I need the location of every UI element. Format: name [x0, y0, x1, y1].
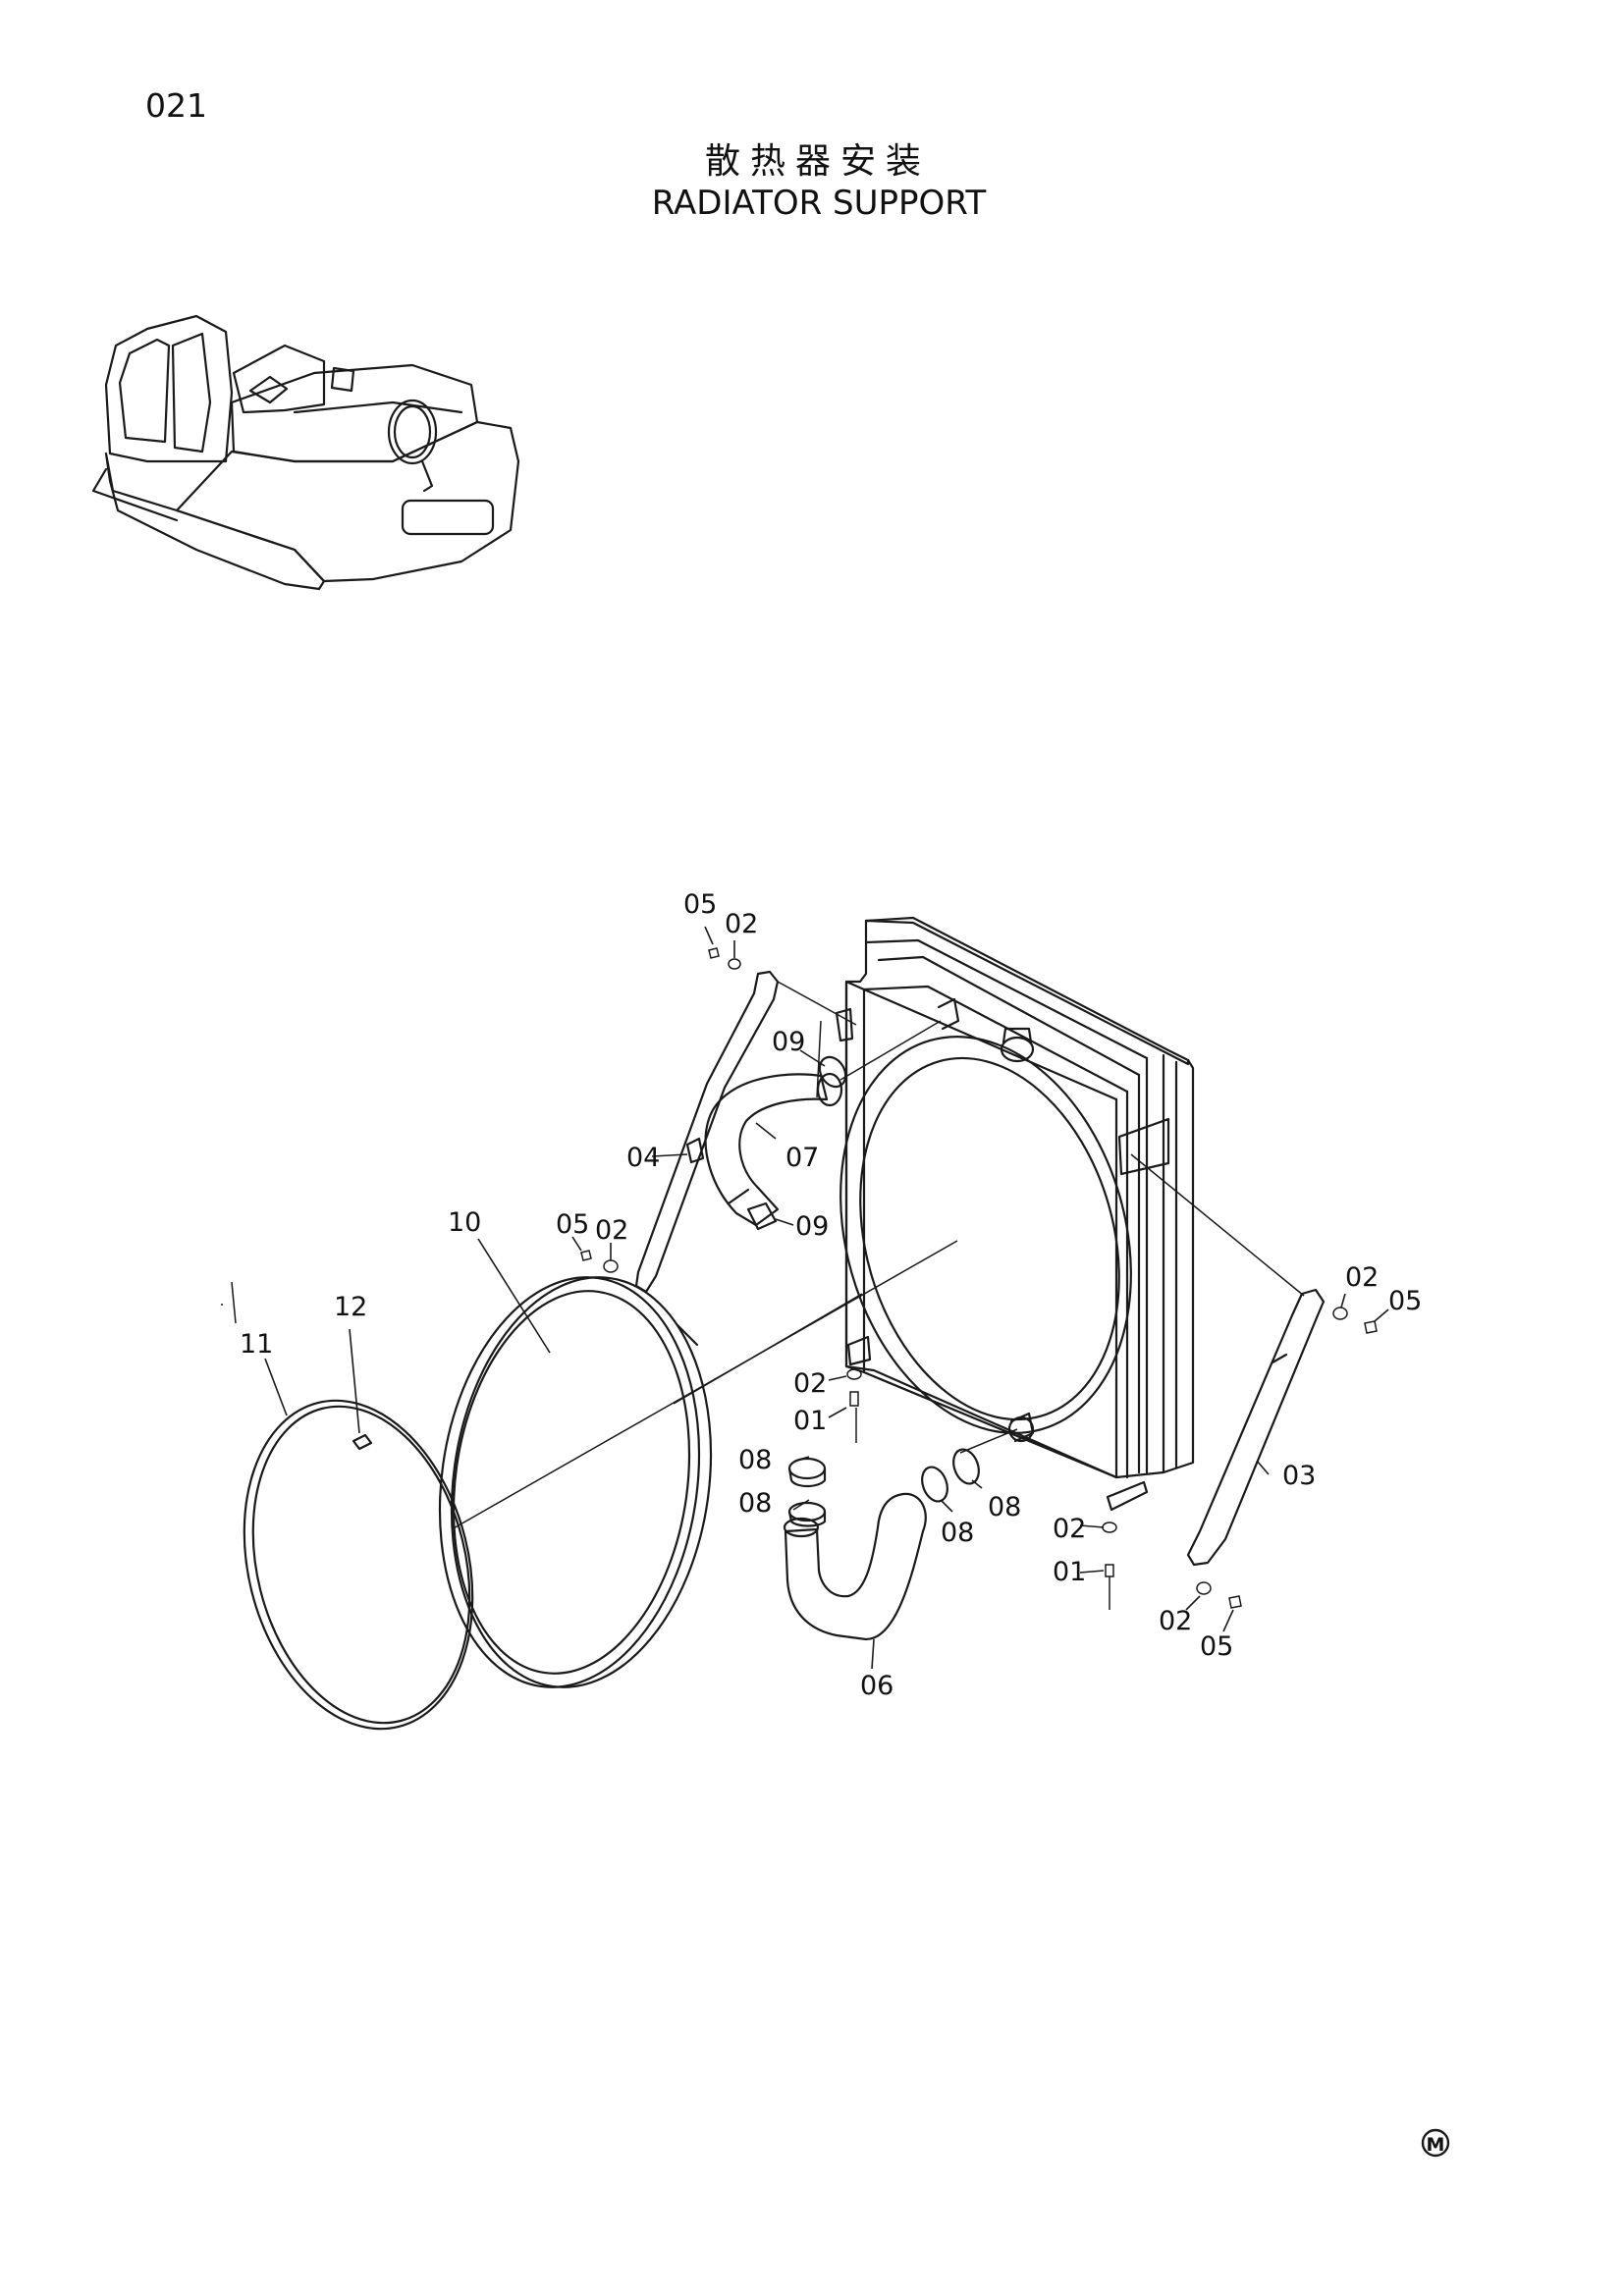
manufacturer-mark: M	[1421, 2128, 1450, 2158]
callout-06: 06	[860, 1671, 893, 1701]
callout-09-upper: 09	[772, 1027, 805, 1057]
hose-clamps	[746, 1055, 980, 1527]
callout-07: 07	[785, 1143, 819, 1173]
excavator-overview-illustration	[91, 314, 520, 591]
page-number: 021	[145, 86, 207, 125]
callout-04: 04	[626, 1143, 660, 1173]
upper-hose-07	[704, 1072, 843, 1227]
callout-08-a: 08	[738, 1445, 772, 1475]
callout-08-b: 08	[738, 1488, 772, 1519]
callout-02-right-bottom: 02	[1159, 1606, 1192, 1636]
fan-shroud-ring-10	[438, 1276, 713, 1688]
bolts-and-washers	[580, 947, 1378, 1609]
callout-01-center: 01	[793, 1406, 827, 1436]
title-chinese: 散热器安装	[704, 141, 931, 182]
callout-05-right-bottom: 05	[1200, 1631, 1233, 1662]
callout-08-d: 08	[941, 1518, 974, 1548]
callout-05-top: 05	[683, 889, 717, 920]
callout-02-lower: 02	[1053, 1514, 1086, 1544]
title-english: RADIATOR SUPPORT	[651, 184, 987, 223]
lower-hose-06	[783, 1492, 927, 1641]
callout-11: 11	[240, 1329, 273, 1360]
callout-05-left: 05	[556, 1209, 589, 1240]
stay-rod-03	[1186, 1288, 1326, 1567]
callout-08-c: 08	[988, 1492, 1021, 1522]
callout-02-center: 02	[793, 1368, 827, 1399]
callout-05-right-top: 05	[1388, 1286, 1422, 1316]
leader-lines	[264, 926, 1389, 1670]
callout-10: 10	[448, 1207, 481, 1238]
stay-rod-04	[634, 970, 780, 1294]
callout-02-left: 02	[595, 1215, 628, 1246]
callout-01-lower: 01	[1053, 1557, 1086, 1587]
callout-12: 12	[334, 1292, 367, 1322]
manufacturer-mark-letter: M	[1427, 2134, 1445, 2156]
fan-guard-net-11	[243, 1399, 474, 1731]
radiator-core	[835, 916, 1195, 1512]
callout-02-top: 02	[725, 909, 758, 939]
callout-labels: 05 02 09 04 07 09 05 02 10 12 11 02 01 0…	[240, 889, 1422, 1701]
assembly-centerlines	[221, 981, 1305, 1610]
callout-09-lower: 09	[795, 1211, 829, 1242]
callout-02-right-top: 02	[1345, 1262, 1379, 1293]
callout-03: 03	[1282, 1461, 1316, 1491]
